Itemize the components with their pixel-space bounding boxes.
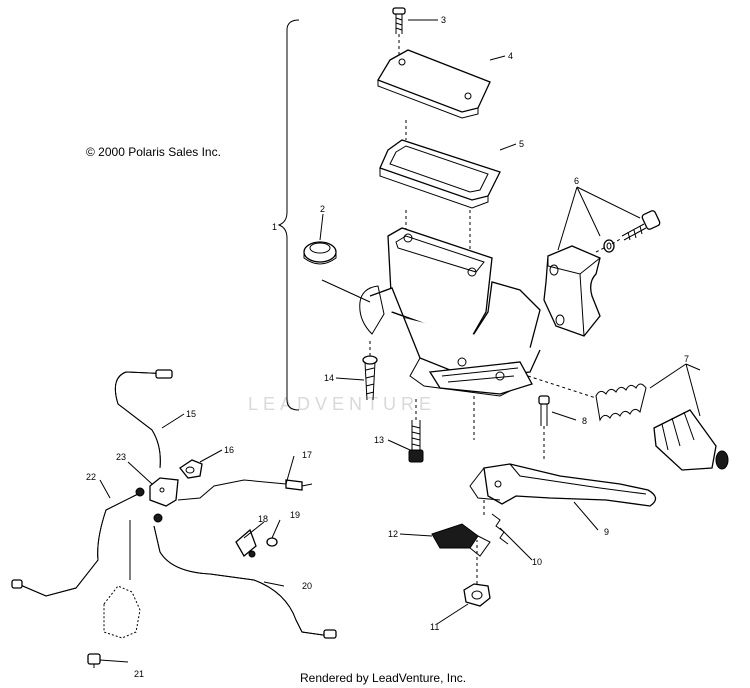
part-caliper xyxy=(103,585,141,639)
part-spring-10 xyxy=(483,500,509,545)
part-oring-2 xyxy=(303,241,337,265)
part-screw-3 xyxy=(392,7,406,58)
callout-20: 20 xyxy=(302,581,312,591)
callout-17: 17 xyxy=(302,450,312,460)
callout-16: 16 xyxy=(224,445,234,455)
callout-4: 4 xyxy=(508,51,513,61)
part-cover-4 xyxy=(377,49,491,119)
part-bolt-21 xyxy=(87,653,101,668)
callout-15: 15 xyxy=(186,409,196,419)
callout-3: 3 xyxy=(441,15,446,25)
callout-5: 5 xyxy=(519,139,524,149)
part-cam-12 xyxy=(431,523,491,557)
part-screw-6 xyxy=(595,210,661,253)
part-plunger-7 xyxy=(527,375,729,471)
part-screw-14 xyxy=(362,338,378,401)
callout-9: 9 xyxy=(604,527,609,537)
part-screw-13 xyxy=(408,396,424,463)
part-switch-17 xyxy=(177,479,313,501)
part-clip-18 xyxy=(235,528,257,558)
part-brakeline-20 xyxy=(153,525,337,639)
callout-6: 6 xyxy=(574,176,579,186)
part-clamp-6 xyxy=(543,245,601,337)
callout-13: 13 xyxy=(374,435,384,445)
part-fitting-16 xyxy=(179,459,203,479)
part-bolt-8 xyxy=(473,395,550,460)
credit-text: Rendered by LeadVenture, Inc. xyxy=(300,671,466,685)
callout-11: 11 xyxy=(430,622,439,632)
callout-21: 21 xyxy=(134,669,144,679)
callout-2: 2 xyxy=(320,204,325,214)
callout-18: 18 xyxy=(258,514,268,524)
callout-23: 23 xyxy=(116,452,126,462)
callout-10: 10 xyxy=(532,557,542,567)
copyright-text: © 2000 Polaris Sales Inc. xyxy=(86,145,221,159)
part-block-23 xyxy=(135,477,179,523)
part-master-cylinder xyxy=(321,227,541,397)
callout-7: 7 xyxy=(684,354,689,364)
callout-22: 22 xyxy=(86,472,96,482)
callout-12: 12 xyxy=(388,529,398,539)
callout-19: 19 xyxy=(290,510,300,520)
callout-8: 8 xyxy=(582,416,587,426)
assembly-bracket xyxy=(277,19,300,411)
callout-14: 14 xyxy=(324,373,334,383)
part-brakeline-22 xyxy=(11,493,139,597)
watermark-text: LEADVENTURE xyxy=(248,394,436,414)
part-screw-19 xyxy=(266,537,278,547)
part-lever-9 xyxy=(469,463,657,507)
part-diaphragm-5 xyxy=(379,139,501,209)
part-brakeline-15 xyxy=(114,369,173,469)
part-nut-11 xyxy=(463,540,491,607)
callout-1: 1 xyxy=(272,222,277,232)
